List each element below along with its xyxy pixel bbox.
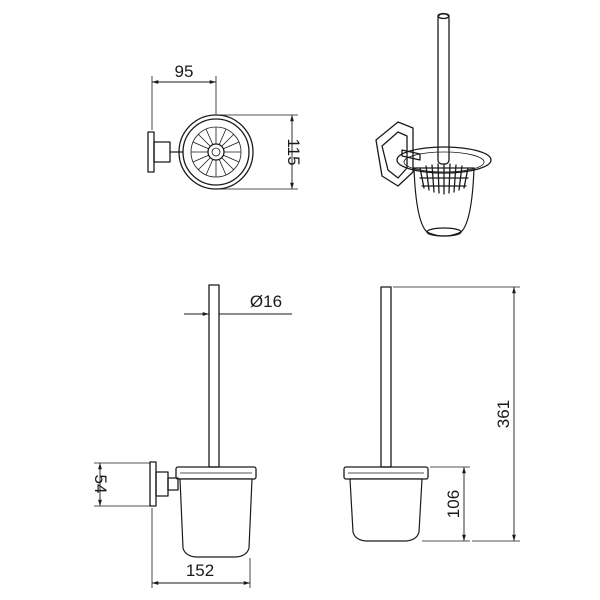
- brush-bristles-iso: [419, 163, 469, 195]
- dim-overall-depth: 152: [186, 561, 214, 580]
- isometric-view: [375, 12, 492, 237]
- dim-handle-diameter: Ø16: [250, 292, 282, 311]
- dim-top-view-height: 115: [284, 138, 303, 165]
- dim-top-view-width: 95: [175, 62, 194, 81]
- front-view: Ø16 54 152: [91, 284, 292, 588]
- side-view: 106 361: [343, 286, 520, 542]
- dim-holder-height: 54: [91, 475, 110, 494]
- top-view: 95 115: [147, 62, 303, 190]
- dim-bowl-height: 106: [444, 490, 463, 518]
- dim-overall-height: 361: [494, 400, 513, 428]
